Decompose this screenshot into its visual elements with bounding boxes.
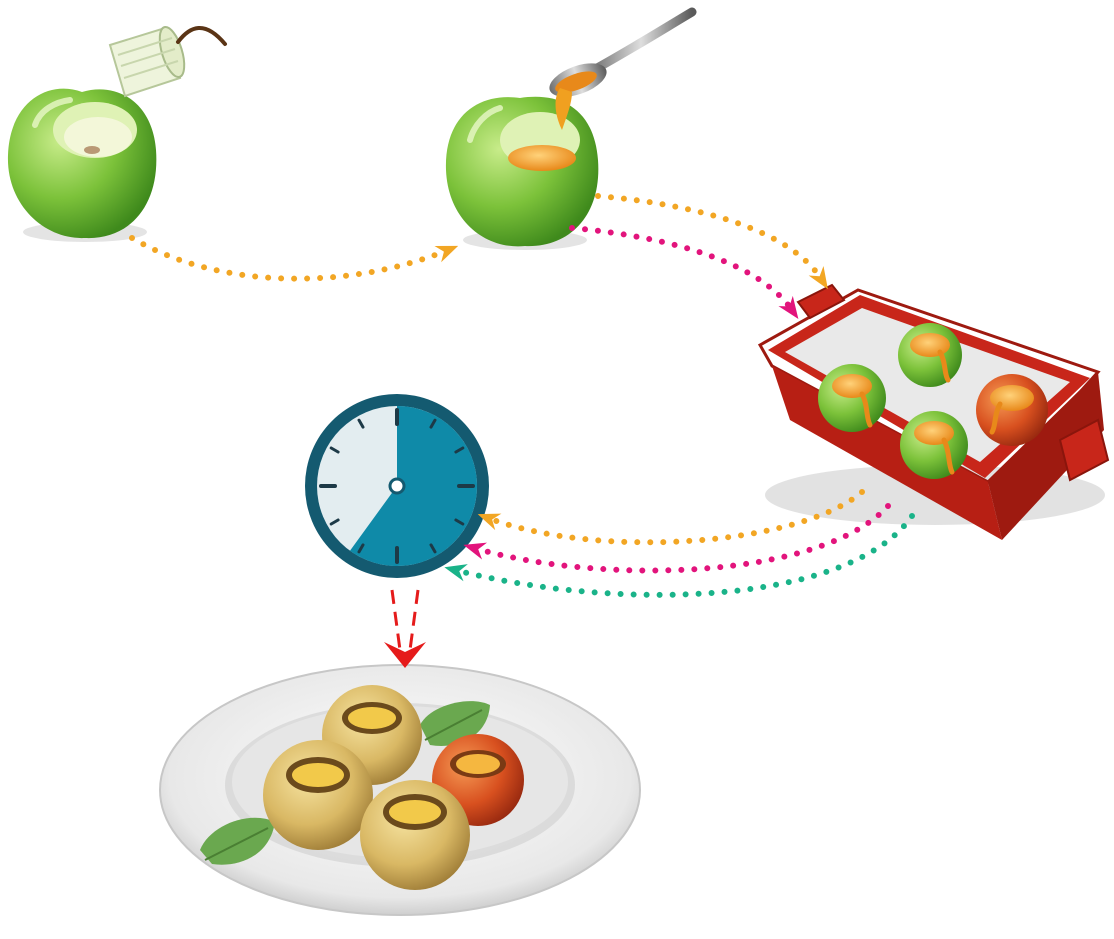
arrow-clock-to-plate (384, 590, 426, 668)
dish-apple (818, 364, 886, 432)
baked-apple (360, 780, 470, 890)
dish-apple-red (976, 374, 1048, 446)
baked-apple (263, 740, 373, 850)
filled-apple-icon (446, 97, 598, 250)
spoon-icon (545, 12, 692, 130)
arrow-fill-to-dish-orange (598, 196, 822, 280)
apple-core-piece (110, 24, 225, 96)
cored-apple-icon (8, 89, 156, 242)
plate-icon (160, 665, 640, 915)
arrow-core-to-fill (132, 238, 448, 279)
arrow-fill-to-dish-pink (572, 228, 792, 310)
dish-apple (900, 411, 968, 479)
clock-icon (305, 394, 489, 578)
baking-dish-icon (760, 285, 1108, 540)
dish-apple (898, 323, 962, 387)
